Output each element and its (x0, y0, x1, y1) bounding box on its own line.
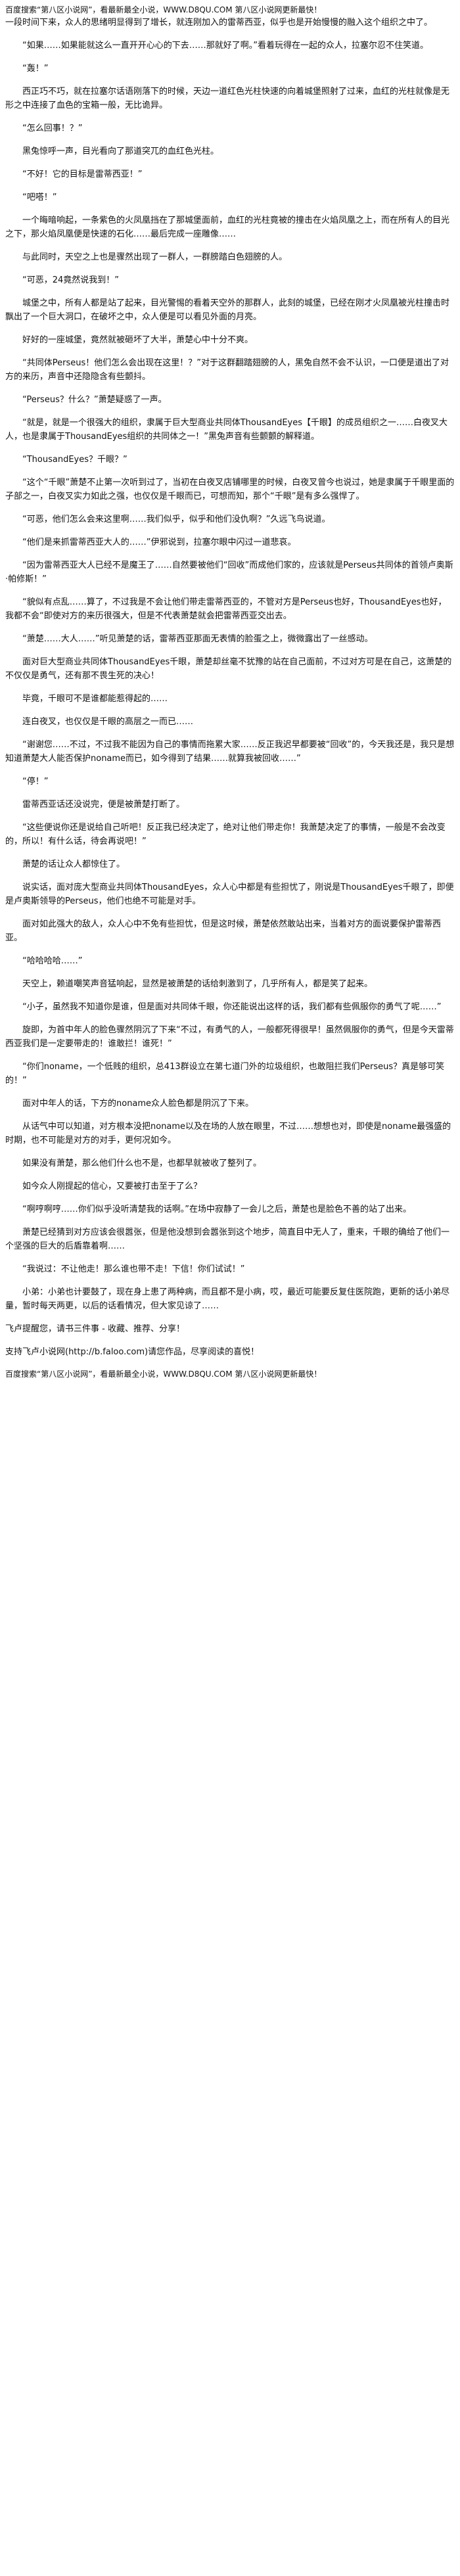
chapter-paragraph: “怎么回事！？” (22, 124, 83, 133)
chapter-paragraph: “这些便说你还是说给自己听吧！反正我已经决定了，绝对让他们带走你！我萧楚决定了的… (5, 823, 446, 846)
chapter-paragraph: 面对如此强大的敌人，众人心中不免有些担忧，但是这时候，萧楚依然敢站出来，当着对方… (5, 919, 442, 943)
chapter-paragraph: “谢谢您……不过，不过我不能因为自己的事情而拖累大家……反正我迟早都要被“回收”… (5, 740, 455, 764)
chapter-paragraph: “Perseus？什么？”萧楚疑惑了一声。 (22, 395, 167, 405)
chapter-paragraph: “哈哈哈哈……” (22, 956, 83, 966)
chapter-paragraph: “可恶，24竟然说我到！” (22, 275, 120, 285)
chapter-paragraph: 西正巧不巧，就在拉塞尔话语刚落下的时候，天边一道红色光柱快速的向着城堡照射了过来… (5, 87, 450, 110)
chapter-paragraph: “他们是来抓雷蒂西亚大人的……”伊邪说到，拉塞尔眼中闪过一道悲哀。 (22, 538, 296, 547)
chapter-paragraph: “这个“千眼”萧楚不止第一次听到过了，当初在白夜叉店铺哪里的时候，白夜叉曾今也说… (5, 478, 455, 501)
chapter-paragraph: 黑兔惊呼一声，目光看向了那道突兀的血红色光柱。 (22, 147, 219, 156)
chapter-paragraph: 毕竟，千眼可不是谁都能惹得起的…… (22, 694, 168, 704)
chapter-paragraph: “ThousandEyes？千眼？” (22, 455, 127, 465)
reading-reminder: 飞卢提醒您，请书三件事 - 收藏、推荐、分享！ (5, 1324, 185, 1334)
chapter-paragraph: “可恶，他们怎么会来这里啊……我们似乎，似乎和他们没仇啊？”久远飞鸟说道。 (22, 515, 331, 524)
chapter-paragraph: 好好的一座城堡，竟然就被砸坏了大半，萧楚心中十分不爽。 (22, 335, 254, 345)
chapter-paragraph: 说实话，面对庞大型商业共同体ThousandEyes，众人心中都是有些担忧了，刚… (5, 883, 454, 906)
chapter-paragraph: 天空上，赖道嘲笑声音猛响起，显然是被萧楚的话给刺激到了，几乎所有人，都是笑了起来… (22, 979, 373, 989)
chapter-paragraph: 从话气中可以知道，对方根本没把noname以及在场的人放在眼里，不过……想想也对… (5, 1122, 451, 1145)
chapter-paragraph: 面对巨大型商业共同体ThousandEyes千眼，萧楚却丝毫不犹豫的站在自己面前… (5, 657, 452, 681)
chapter-paragraph: 城堡之中，所有人都是站了起来，目光警惕的看着天空外的那群人，此刻的城堡，已经在刚… (5, 298, 450, 322)
chapter-paragraph: “共同体Perseus！他们怎么会出现在这里！？”对于这群翻踏翅膀的人，黑兔自然… (5, 358, 449, 382)
chapter-paragraph: “停！” (22, 777, 49, 787)
chapter-paragraph: “你们noname，一个低贱的组织，总413群设立在第七道门外的垃圾组织，也敢阻… (5, 1062, 445, 1086)
chapter-paragraph: 如今众人刚提起的信心，又要被打击至于了么？ (22, 1182, 202, 1191)
chapter-paragraph: “我说过：不让他走！那么谁也带不走！下信！你们试试！” (22, 1264, 245, 1274)
chapter-paragraph: “吧嗒！” (22, 193, 57, 202)
site-header-notice: 百度搜索“第八区小说网”，看最新最全小说，WWW.D8QU.COM 第八区小说网… (5, 5, 322, 14)
chapter-paragraph: 雷蒂西亚话还没说完，便是被萧楚打断了。 (22, 800, 185, 810)
chapter-paragraph: “如果……如果能就这么一直开开心心的下去……那就好了啊。”看着玩得在一起的众人，… (22, 41, 428, 51)
chapter-paragraph: 旋即，为首中年人的脸色骤然阴沉了下来“不过，有勇气的人，一般都死得很早！虽然佩服… (5, 1025, 454, 1049)
chapter-body: 一段时间下来，众人的思绪明显得到了增长，就连刚加入的雷蒂西亚，似乎也是开始慢慢的… (5, 16, 455, 1313)
chapter-paragraph: “因为雷蒂西亚大人已经不是魔王了……自然要被他们“回收”而成他们家的，应该就是P… (5, 561, 453, 584)
chapter-paragraph: “萧楚……大人……”听见萧楚的话，雷蒂西亚那面无表情的脸蛋之上，微微露出了一丝感… (22, 634, 373, 644)
chapter-paragraph: “小子，虽然我不知道你是谁，但是面对共同体千眼，你还能说出这样的话，我们都有些佩… (22, 1002, 442, 1012)
site-footer-notice: 百度搜索“第八区小说网”，看最新最全小说，WWW.D8QU.COM 第八区小说网… (5, 1369, 322, 1379)
chapter-paragraph: 与此同时，天空之上也是骤然出现了一群人，一群膀踏白色翅膀的人。 (22, 252, 288, 262)
chapter-paragraph: “不好！它的目标是雷蒂西亚！” (22, 170, 143, 179)
chapter-paragraph: “貌似有点乱……算了，不过我是不会让他们带走雷蒂西亚的，不管对方是Perseus… (5, 597, 447, 621)
chapter-paragraph: “就是，就是一个很强大的组织，隶属于巨大型商业共同体ThousandEyes【千… (5, 418, 448, 442)
chapter-paragraph: 面对中年人的话，下方的noname众人脸色都是阴沉了下来。 (22, 1099, 254, 1109)
chapter-paragraph: 萧楚已经猜到对方应该会很嚣张，但是他没想到会嚣张到这个地步，简直目中无人了，重来… (5, 1228, 450, 1251)
chapter-paragraph: 小弟：小弟也计要鼓了，现在身上患了两种病，而且都不是小病，哎，最近可能要反复住医… (5, 1287, 450, 1311)
chapter-paragraph: 如果没有萧楚，那么他们什么也不是，也都早就被收了整列了。 (22, 1159, 262, 1168)
chapter-paragraph: 连白夜叉，也仅仅是千眼的高层之一而已…… (22, 717, 194, 727)
page: 百度搜索“第八区小说网”，看最新最全小说，WWW.D8QU.COM 第八区小说网… (5, 5, 455, 1379)
chapter-paragraph: “轰！” (22, 64, 49, 74)
chapter-paragraph: 萧楚的话让众人都惊住了。 (22, 860, 126, 869)
chapter-paragraph: 一个晦暗响起，一条紫色的火凤凰挡在了那城堡面前，血红的光柱竟被的撞击在火焰凤凰之… (5, 216, 450, 239)
chapter-paragraph: 一段时间下来，众人的思绪明显得到了增长，就连刚加入的雷蒂西亚，似乎也是开始慢慢的… (5, 18, 433, 28)
site-support-line: 支持飞卢小说网(http://b.faloo.com)请您作品，尽享阅读的喜悦！ (5, 1347, 260, 1357)
chapter-paragraph: “啊哼啊哼……你们似乎没听清楚我的话啊。”在场中寂静了一会儿之后，萧楚也是脸色不… (22, 1205, 411, 1214)
